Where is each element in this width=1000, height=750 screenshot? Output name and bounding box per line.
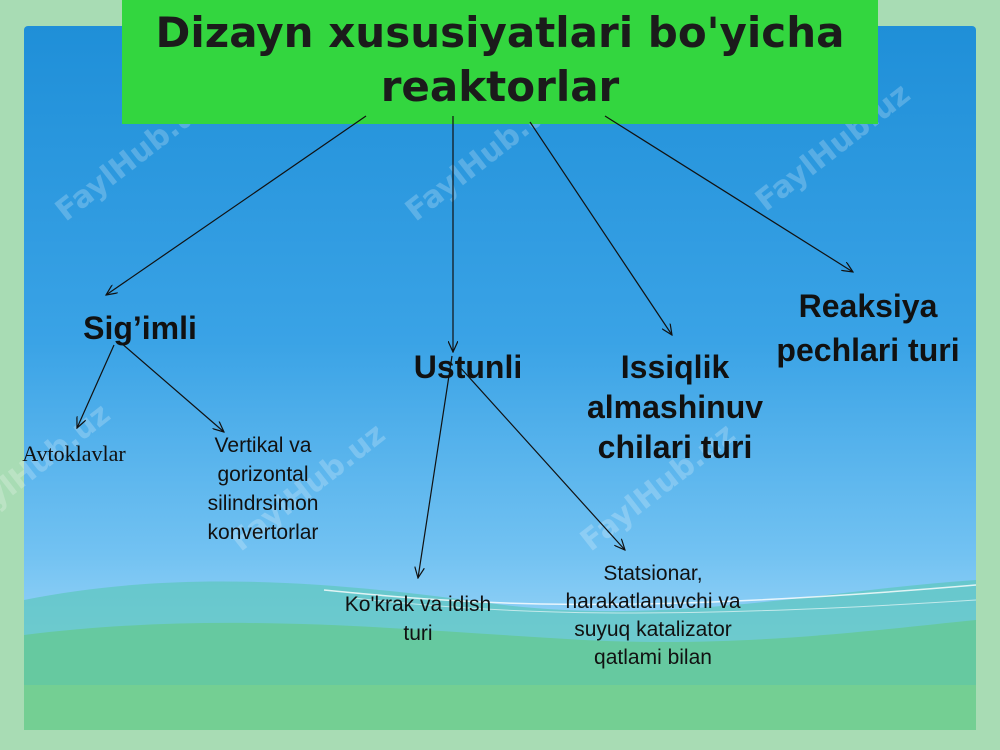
diagram-title: Dizayn xususiyatlari bo'yicha reaktorlar bbox=[155, 8, 845, 111]
arrow-title-to-reaksiya bbox=[604, 115, 853, 272]
node-issiqlik: Issiqlik almashinuv chilari turi bbox=[586, 349, 764, 465]
arrow-sigimli-to-avtoklavlar bbox=[77, 344, 115, 428]
arrow-sigimli-to-vertikal bbox=[119, 341, 224, 432]
ground-hills bbox=[24, 580, 976, 730]
node-reaksiya: Reaksiya pechlari turi bbox=[776, 288, 960, 368]
arrow-ustunli-to-kokrak bbox=[418, 355, 453, 578]
node-avtoklavlar: Avtoklavlar bbox=[22, 441, 126, 466]
node-ustunli: Ustunli bbox=[413, 349, 523, 385]
node-kokrak: Ko'krak va idish turi bbox=[344, 593, 492, 645]
arrow-ustunli-to-statsionar bbox=[457, 364, 625, 550]
node-sigimli: Sig’imli bbox=[83, 310, 197, 346]
arrow-title-to-issiqlik bbox=[529, 121, 672, 335]
node-statsionar: Statsionar, harakatlanuvchi va suyuq kat… bbox=[565, 562, 741, 669]
arrow-title-to-sigimli bbox=[106, 115, 367, 295]
node-vertikal: Vertikal va gorizontal silindrsimon konv… bbox=[207, 434, 319, 544]
title-box bbox=[122, 0, 878, 124]
